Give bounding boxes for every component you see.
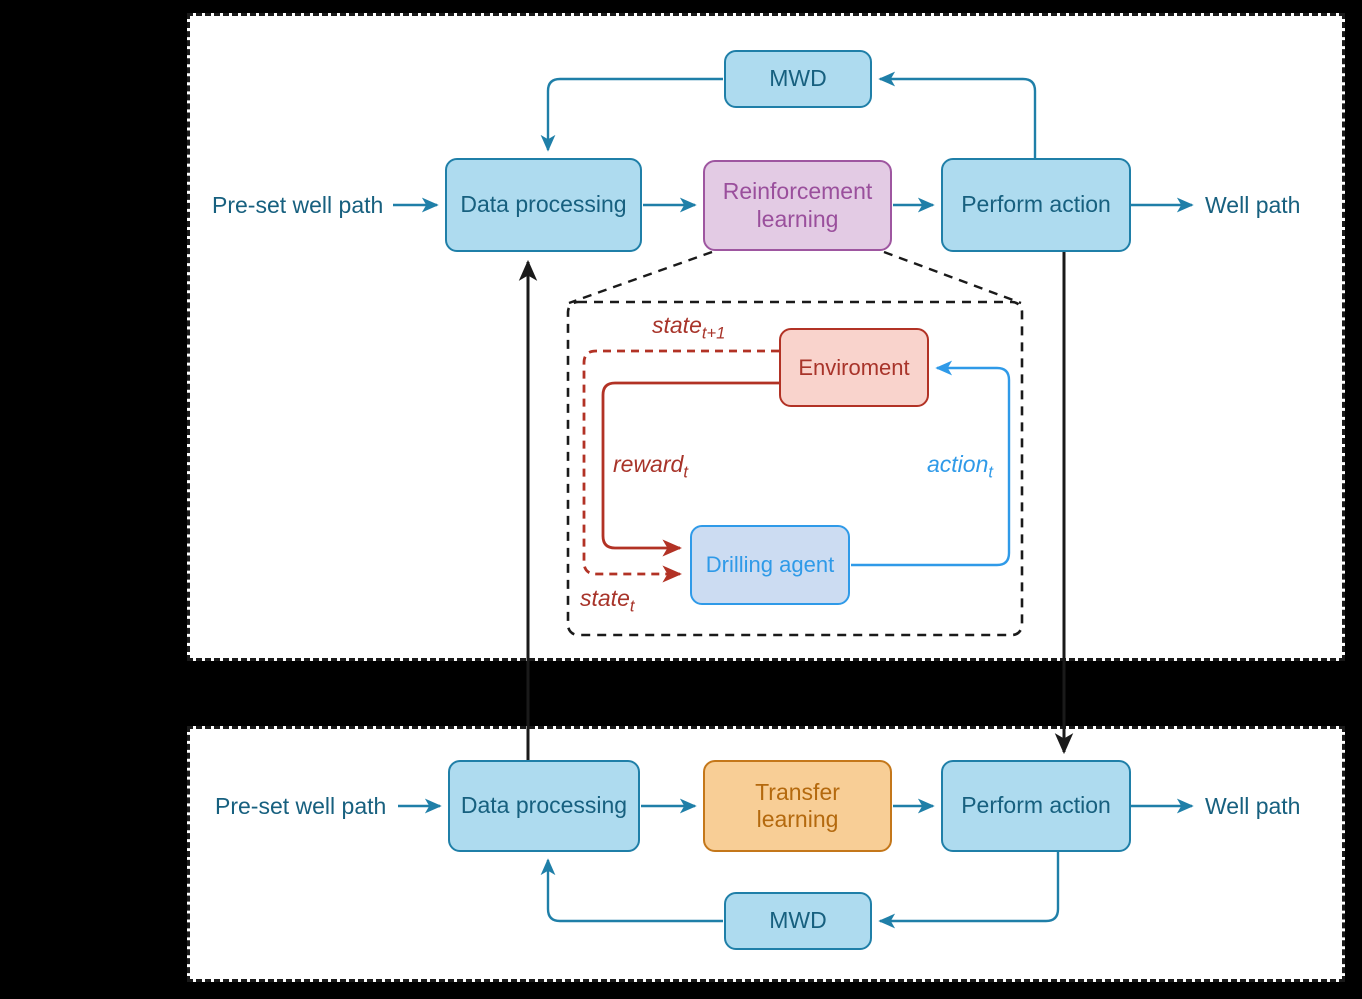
- label-reward-base: reward: [613, 451, 684, 477]
- label-state-t: statet: [580, 585, 634, 617]
- node-data-processing-top[interactable]: Data processing: [445, 158, 642, 252]
- label-state-next-base: state: [652, 312, 702, 338]
- label-action-base: action: [927, 451, 989, 477]
- node-perform-action-top[interactable]: Perform action: [941, 158, 1131, 252]
- label-action-sub: t: [988, 462, 993, 482]
- label-well-path-bottom: Well path: [1205, 793, 1301, 819]
- label-action-t: actiont: [927, 451, 993, 483]
- label-reward-t: rewardt: [613, 451, 688, 483]
- node-data-processing-bottom[interactable]: Data processing: [448, 760, 640, 852]
- label-reward-sub: t: [683, 462, 688, 482]
- label-preset-well-path-bottom: Pre-set well path: [215, 793, 387, 819]
- label-state-base: state: [580, 585, 630, 611]
- node-drilling-agent[interactable]: Drilling agent: [690, 525, 850, 605]
- node-reinforcement-learning[interactable]: Reinforcement learning: [703, 160, 892, 251]
- label-well-path-top: Well path: [1205, 192, 1301, 218]
- label-state-sub: t: [629, 596, 635, 616]
- label-preset-well-path-top: Pre-set well path: [212, 192, 384, 218]
- node-perform-action-bottom[interactable]: Perform action: [941, 760, 1131, 852]
- node-transfer-learning[interactable]: Transfer learning: [703, 760, 892, 852]
- node-environment[interactable]: Enviroment: [779, 328, 929, 407]
- label-state-t-plus-1: statet+1: [652, 312, 725, 344]
- node-mwd-top[interactable]: MWD: [724, 50, 872, 108]
- node-mwd-bottom[interactable]: MWD: [724, 892, 872, 950]
- label-state-next-sub: t+1: [701, 323, 726, 343]
